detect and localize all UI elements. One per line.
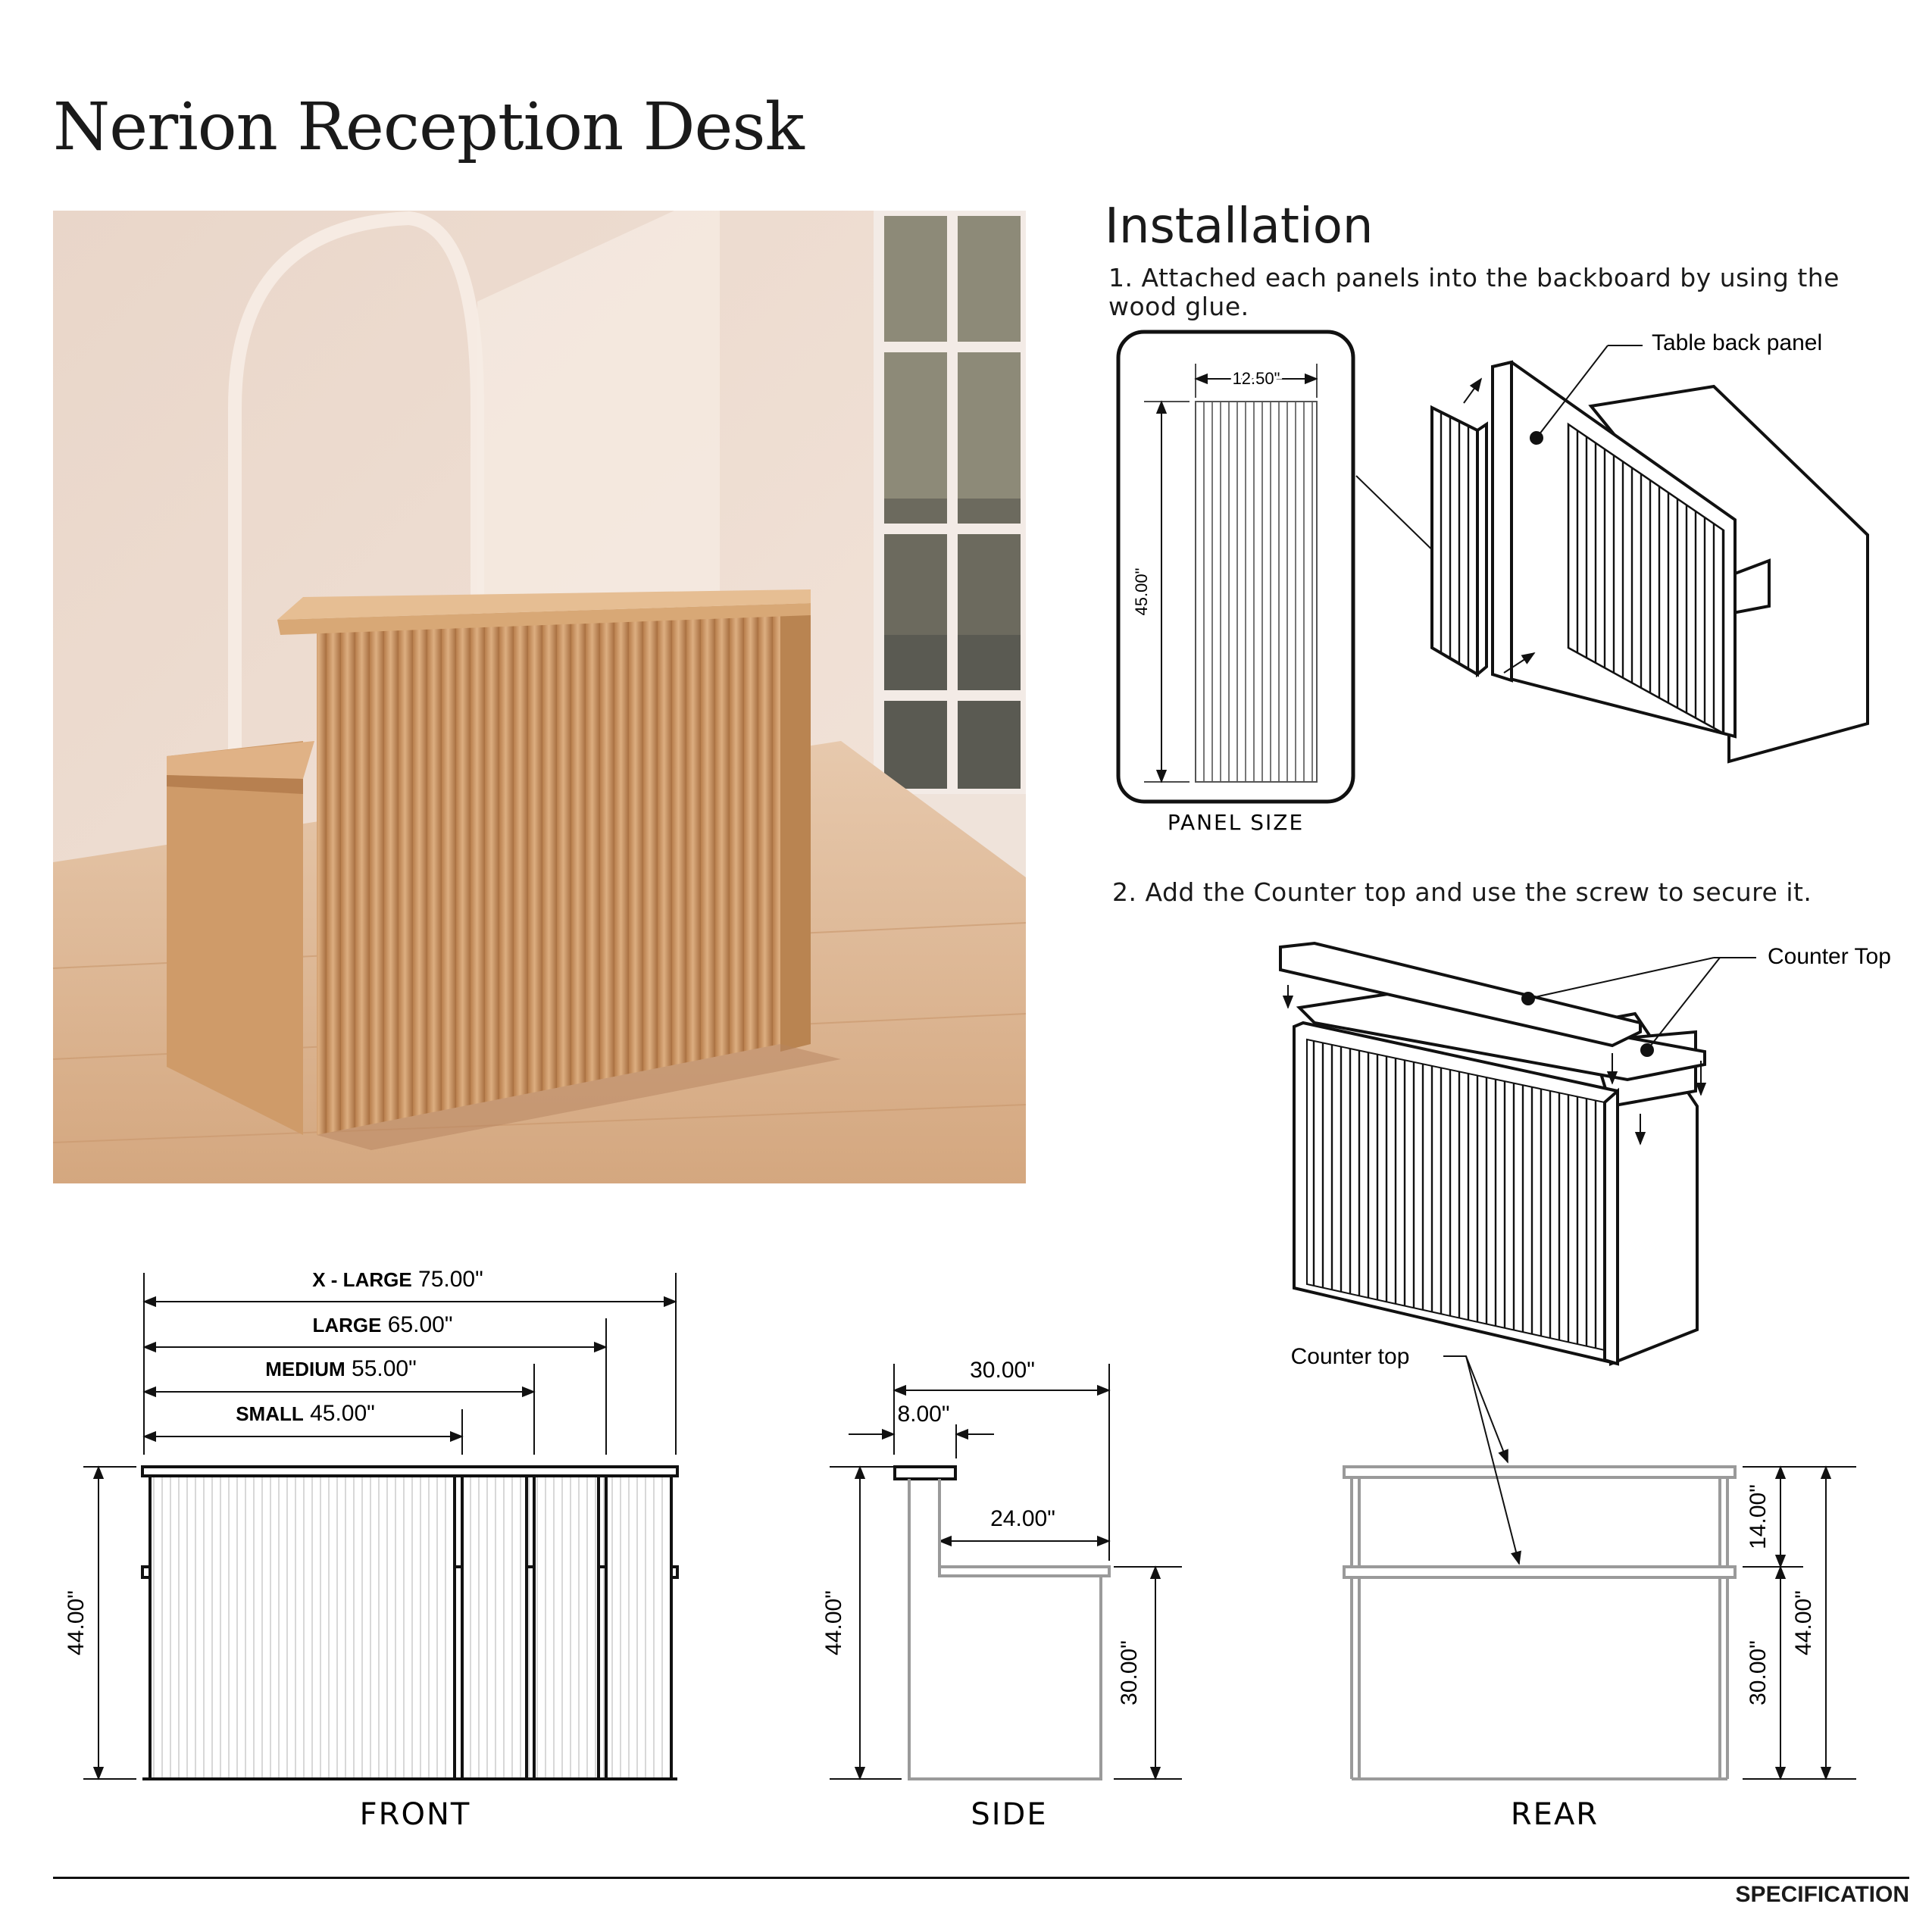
front-view: X - LARGE 75.00" LARGE 65.00" MEDIUM 55.… — [64, 1267, 679, 1832]
product-photo — [53, 211, 1026, 1183]
side-view-label: SIDE — [971, 1797, 1047, 1832]
installation-step-1: 1. Attached each panels into the backboa… — [1108, 263, 1840, 321]
size-large-label: LARGE 65.00" — [312, 1312, 452, 1337]
panel-height-label: 45.00" — [1132, 568, 1151, 616]
footer-label: SPECIFICATION — [1735, 1882, 1909, 1907]
rear-counter-top-label: Counter top — [1291, 1344, 1410, 1369]
page-title: Nerion Reception Desk — [53, 89, 805, 165]
front-view-label: FRONT — [360, 1797, 471, 1832]
installation-heading: Installation — [1105, 199, 1374, 255]
side-counter-depth-label: 24.00" — [990, 1506, 1055, 1531]
rear-lower-height-label: 30.00" — [1746, 1640, 1771, 1705]
table-back-panel-label: Table back panel — [1652, 330, 1822, 355]
size-medium-label: MEDIUM 55.00" — [265, 1356, 417, 1381]
side-counter-height-label: 30.00" — [1117, 1640, 1142, 1705]
rear-upper-height-label: 14.00" — [1746, 1484, 1771, 1549]
side-top-depth-label: 8.00" — [897, 1402, 949, 1427]
installation-diagram-step-1 — [1355, 345, 1869, 764]
side-depth-label: 30.00" — [970, 1358, 1035, 1383]
counter-top-label: Counter Top — [1768, 944, 1891, 969]
rear-total-height-label: 44.00" — [1791, 1590, 1816, 1655]
installation-diagram-step-2 — [1279, 941, 1756, 1366]
size-xlarge-label: X - LARGE 75.00" — [312, 1267, 483, 1292]
installation-step-2: 2. Add the Counter top and use the screw… — [1112, 877, 1812, 907]
panel-size-label: PANEL SIZE — [1168, 810, 1304, 835]
panel-width-label: 12.50" — [1233, 369, 1280, 388]
footer-rule — [53, 1877, 1909, 1879]
rear-view-label: REAR — [1511, 1797, 1599, 1832]
side-height-label: 44.00" — [821, 1590, 846, 1655]
size-small-label: SMALL 45.00" — [236, 1401, 375, 1426]
front-height-label: 44.00" — [64, 1590, 89, 1655]
rear-view: Counter top 14.00" 30.00" 44.00" REAR — [1291, 1344, 1856, 1832]
panel-size-diagram: 12.50" 45.00" PANEL SIZE — [1116, 330, 1355, 835]
side-view: 30.00" 8.00" 24.00" 44.00" 30.00" SIDE — [821, 1358, 1182, 1832]
